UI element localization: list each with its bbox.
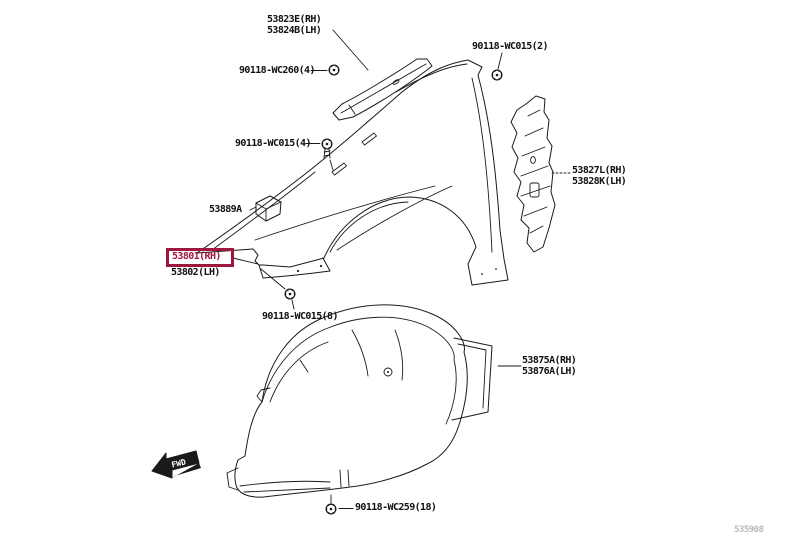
bolt-icon-wc015-top [491,69,503,81]
fwd-arrow-label: FWD [171,457,187,469]
part-label-53889A[interactable]: 53889A [209,204,242,215]
part-label-90118-wc015-lower[interactable]: 90118-WC015(8) [262,311,338,322]
part-label-brace[interactable]: 53827L(RH) 53828K(LH) [572,165,627,187]
part-label-liner[interactable]: 53875A(RH) 53876A(LH) [522,355,577,377]
part-label-90118-wc259[interactable]: 90118-WC259(18) [355,502,437,513]
part-label-90118-wc015-mid[interactable]: 90118-WC015(4) [235,138,311,149]
apron-brace-drawing [510,95,556,253]
part-number-53801[interactable]: 53801(RH) [172,251,221,262]
bolt-icon-wc015-lower [284,288,296,300]
part-number-53875A[interactable]: 53875A(RH) [522,355,577,366]
figure-code-watermark: 535908 [734,525,764,535]
bolt-icon-wc015-mid [321,138,333,150]
bolt-icon-wc260 [328,64,340,76]
part-label-53802[interactable]: 53802(LH) [171,267,220,278]
part-number-53823E[interactable]: 53823E(RH) [267,14,322,25]
bolt-icon-wc259 [325,503,337,515]
fender-liner-drawing [226,304,493,498]
part-number-53828K[interactable]: 53828K(LH) [572,176,627,187]
fwd-arrow: FWD [151,450,201,479]
part-number-53827L[interactable]: 53827L(RH) [572,165,627,176]
part-label-53801-selected[interactable]: 53801(RH) [166,248,234,267]
part-label-90118-wc015-top[interactable]: 90118-WC015(2) [472,41,548,52]
part-number-53824B[interactable]: 53824B(LH) [267,25,322,36]
hood-moulding-drawing [332,58,433,121]
part-label-90118-wc260[interactable]: 90118-WC260(4) [239,65,315,76]
part-number-53876A[interactable]: 53876A(LH) [522,366,577,377]
leader-lines [232,29,572,509]
part-label-moulding[interactable]: 53823E(RH) 53824B(LH) [267,14,322,36]
fender-drawing [196,59,509,286]
clip-drawing [255,195,282,222]
bolt-shank [323,148,331,159]
